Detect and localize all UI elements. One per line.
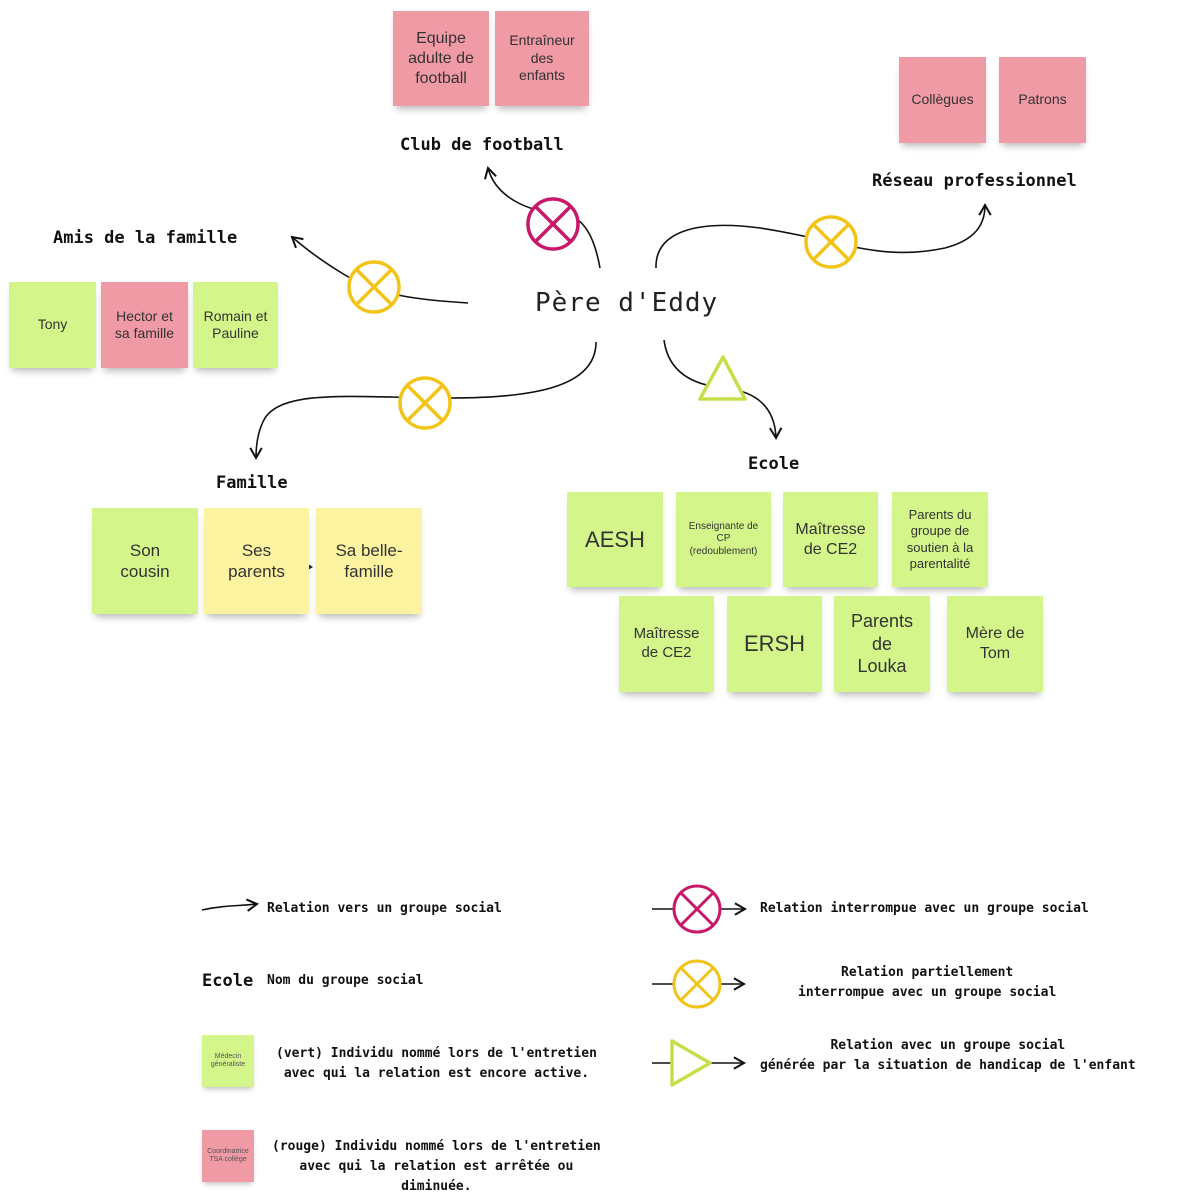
note-enseignante-cp: Enseignante de CP (redoublement) — [676, 492, 771, 587]
note-son-cousin: Son cousin — [92, 508, 198, 614]
group-title-amis: Amis de la famille — [53, 228, 238, 248]
legend-interrupted-text: Relation interrompue avec un groupe soci… — [760, 901, 1089, 916]
legend-partial-text: Relation partiellement interrompue avec … — [798, 965, 1057, 1000]
legend-green-text: (vert) Individu nommé lors de l'entretie… — [276, 1046, 597, 1081]
partial-symbol-amis — [347, 260, 401, 314]
edge-famille — [249, 341, 597, 461]
legend-arrow-icon — [201, 898, 260, 912]
note-aesh: AESH — [567, 492, 663, 587]
note-entraineur: Entraîneur des enfants — [495, 11, 589, 106]
legend-green-sample: Médecin généraliste — [202, 1035, 254, 1087]
legend-red-text: (rouge) Individu nommé lors de l'entreti… — [272, 1139, 601, 1194]
note-tony: Tony — [9, 282, 96, 368]
legend-partial-icon — [652, 959, 747, 1009]
partial-symbol-reseau — [804, 215, 858, 269]
legend-group-text: Nom du groupe social — [267, 973, 424, 988]
group-title-reseau: Réseau professionnel — [872, 171, 1077, 191]
interrupted-symbol-club — [526, 197, 580, 251]
legend-group-sample: Ecole — [202, 971, 254, 991]
note-collegues: Collègues — [899, 57, 986, 143]
partial-symbol-famille — [398, 376, 452, 430]
note-hector: Hector et sa famille — [101, 282, 188, 368]
legend-interrupted-icon — [652, 884, 748, 934]
legend-handicap-icon — [652, 1039, 747, 1087]
legend-red-sample: Coordinatrice TSA collège — [202, 1130, 254, 1182]
handicap-symbol-ecole — [698, 355, 747, 401]
note-parents-soutien: Parents du groupe de soutien à la parent… — [892, 492, 988, 587]
group-title-club: Club de football — [400, 135, 564, 155]
note-romain: Romain et Pauline — [193, 282, 278, 368]
note-ersh: ERSH — [727, 596, 822, 692]
note-mere-tom: Mère de Tom — [947, 596, 1043, 692]
legend-handicap-text: Relation avec un groupe social générée p… — [760, 1038, 1136, 1073]
note-parents-louka: Parents de Louka — [834, 596, 930, 692]
note-ses-parents: Ses parents — [204, 508, 309, 614]
group-title-ecole: Ecole — [748, 454, 800, 474]
group-title-famille: Famille — [216, 473, 288, 493]
note-belle-famille: Sa belle- famille — [316, 508, 422, 614]
note-maitresse-ce2-a: Maîtresse de CE2 — [783, 492, 878, 587]
note-patrons: Patrons — [999, 57, 1086, 143]
note-equipe-adulte: Equipe adulte de football — [393, 11, 489, 106]
center-person: Père d'Eddy — [535, 288, 719, 318]
note-maitresse-ce2-b: Maîtresse de CE2 — [619, 596, 714, 692]
legend-arrow-text: Relation vers un groupe social — [267, 901, 502, 916]
